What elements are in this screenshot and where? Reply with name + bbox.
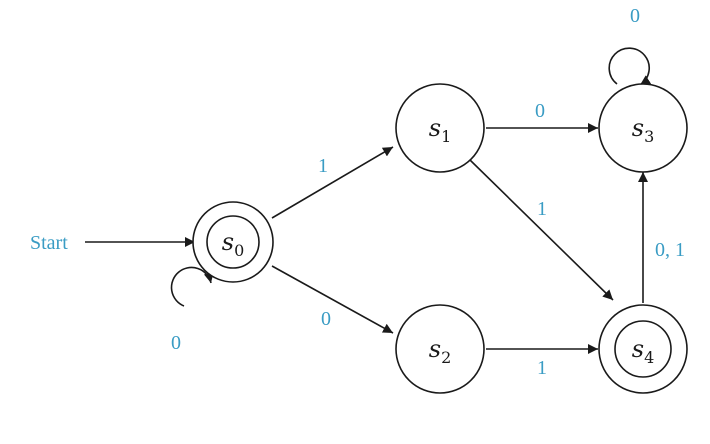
state-s2: s2: [395, 304, 485, 394]
edge-label-s1-s4: 1: [537, 198, 547, 220]
state-label: s3: [632, 114, 655, 146]
edge-label-s0-s2: 0: [321, 308, 331, 330]
edge-label-s0-loop: 0: [171, 332, 181, 354]
state-label: s4: [632, 335, 655, 367]
state-circle-inner: [614, 320, 672, 378]
state-circle: [395, 304, 485, 394]
self-loop-s3: [608, 47, 652, 86]
state-s1: s1: [395, 83, 485, 173]
edge-label-s1-s3: 0: [535, 100, 545, 122]
state-s4: s4: [598, 304, 688, 394]
edge-label-s0-s1: 1: [318, 155, 328, 177]
edge-s0-s1: [271, 146, 394, 219]
state-circle-inner: [206, 215, 260, 269]
start-label: Start: [30, 232, 68, 254]
edge-label-s2-s4: 1: [537, 357, 547, 379]
state-circle: [598, 83, 688, 173]
state-label: s2: [429, 335, 452, 367]
edge-s0-s2: [271, 265, 394, 334]
self-loop-s0: [170, 266, 214, 307]
edge-s1-s4: [469, 159, 614, 301]
edge-label-s4-s3: 0, 1: [655, 239, 685, 261]
state-circle: [395, 83, 485, 173]
state-label: s0: [222, 228, 245, 260]
state-label: s1: [429, 114, 452, 146]
state-s3: s3: [598, 83, 688, 173]
state-s0: s0: [192, 201, 274, 283]
edge-label-s3-loop: 0: [630, 5, 640, 27]
